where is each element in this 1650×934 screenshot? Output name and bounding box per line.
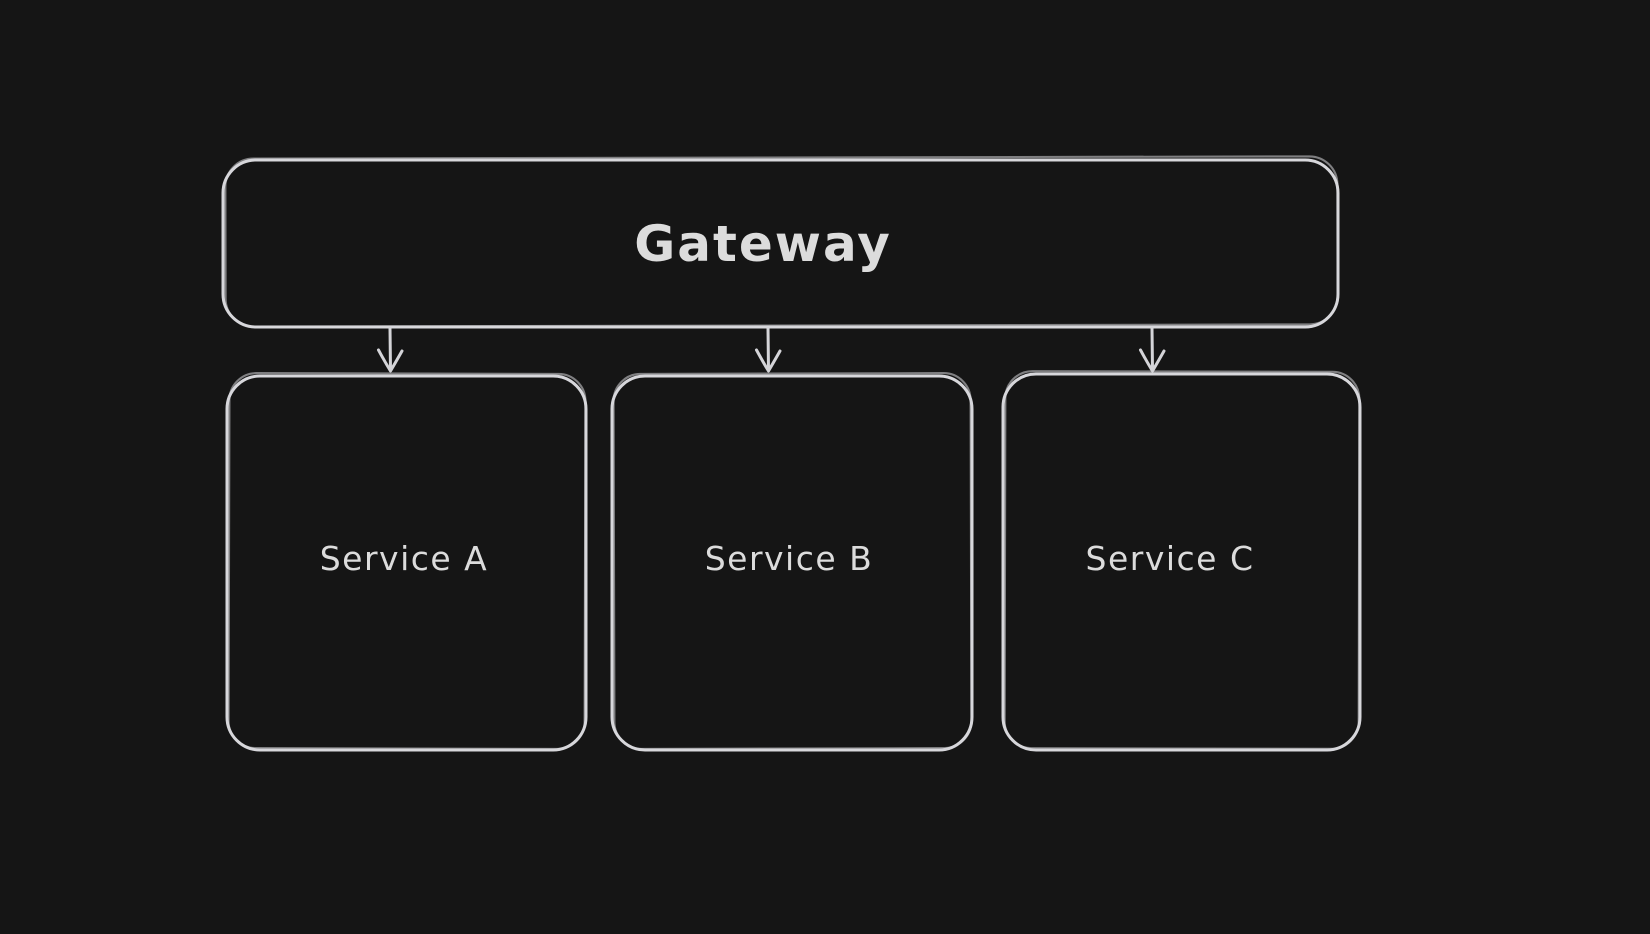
edge-a-shaft — [388, 326, 392, 372]
edge-gateway-to-service-a — [377, 326, 404, 373]
gateway-box-sketch-pass — [224, 155, 1339, 328]
edge-b-shaft — [766, 326, 770, 372]
gateway-label: Gateway — [634, 215, 892, 273]
service-b-box-sketch-pass — [612, 372, 973, 750]
edge-gateway-to-service-b — [755, 326, 782, 373]
arrow-down-icon — [377, 348, 404, 373]
edge-gateway-to-service-c — [1139, 326, 1166, 373]
node-gateway: Gateway — [221, 155, 1340, 329]
arrow-down-icon — [755, 348, 782, 373]
service-c-box-sketch-pass — [1003, 370, 1361, 750]
service-a-label: Service A — [320, 539, 489, 578]
node-service-c: Service C — [1001, 370, 1362, 752]
arrow-down-icon — [1139, 348, 1166, 373]
service-b-label: Service B — [705, 539, 874, 578]
service-c-label: Service C — [1086, 539, 1255, 578]
service-a-box-sketch-pass — [227, 372, 587, 750]
edge-c-shaft — [1150, 326, 1154, 372]
node-service-a: Service A — [225, 372, 588, 752]
node-service-b: Service B — [610, 372, 974, 752]
